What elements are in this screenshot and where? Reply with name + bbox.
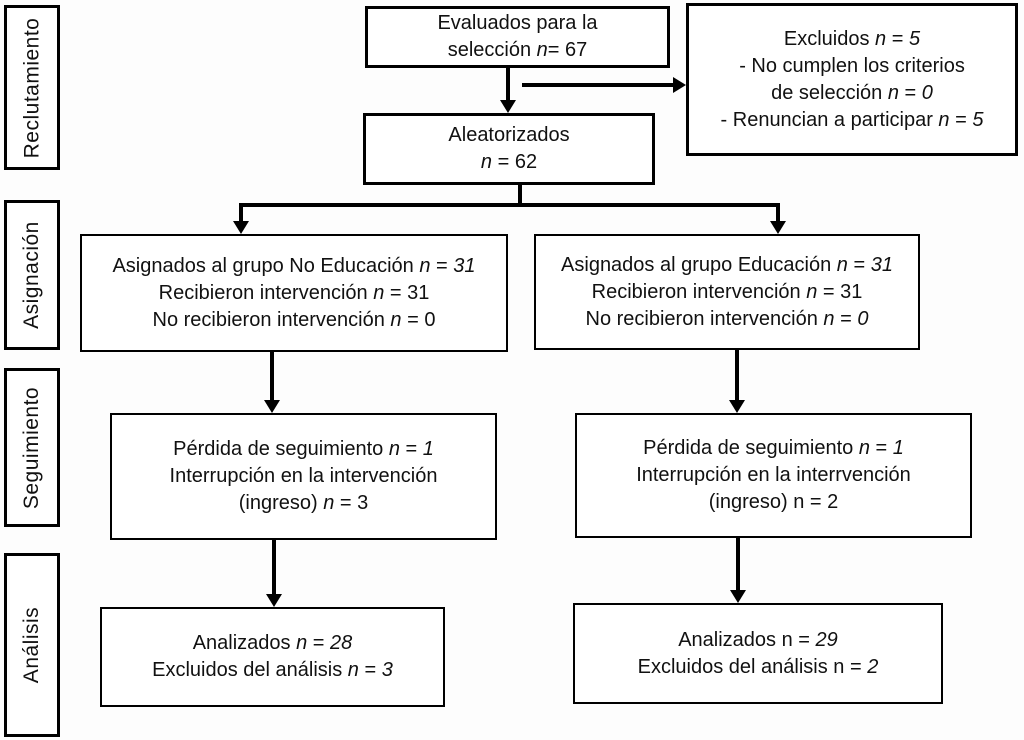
arrowhead-down-icon (729, 400, 745, 413)
box-line: No recibieron intervención n = 0 (152, 308, 436, 331)
arrow-evaluated-to-excluded (522, 83, 674, 87)
arrowhead-down-icon (264, 400, 280, 413)
box-line: selección n= 67 (447, 39, 588, 61)
followup-no-education-box: Pérdida de seguimiento n = 1 Interrupció… (110, 413, 497, 540)
stage-box-asignacion: Asignación (4, 200, 60, 350)
arrowhead-down-icon (266, 594, 282, 607)
arrowhead-down-icon (770, 221, 786, 234)
excluded-box: Excluidos n = 5 - No cumplen los criteri… (686, 3, 1018, 156)
arrow-allocation-to-followup-left (270, 352, 274, 401)
box-line: Interrupción en la interrvención (636, 464, 911, 486)
stage-label: Asignación (20, 221, 44, 329)
arrowhead-down-icon (730, 590, 746, 603)
stage-box-seguimiento: Seguimiento (4, 368, 60, 527)
box-line: Evaluados para la (437, 12, 598, 34)
box-line: Aleatorizados (448, 124, 570, 146)
box-line: Analizados n = 29 (678, 628, 838, 651)
arrow-allocation-to-followup-right (735, 350, 739, 401)
distributor-line (239, 203, 780, 207)
stage-box-reclutamiento: Reclutamiento (4, 5, 60, 170)
box-line: Excluidos del análisis n = 3 (152, 659, 393, 681)
box-line: de selección n = 0 (771, 81, 933, 104)
analysis-no-education-box: Analizados n = 28 Excluidos del análisis… (100, 607, 445, 707)
allocation-education-box: Asignados al grupo Educación n = 31 Reci… (534, 234, 920, 350)
arrow-followup-to-analysis-right (736, 538, 740, 591)
box-line: Analizados n = 28 (192, 632, 353, 654)
box-line: - Renuncian a participar n = 5 (720, 108, 984, 131)
stage-label: Análisis (20, 606, 43, 684)
stage-box-analisis: Análisis (4, 553, 60, 737)
box-line: No recibieron intervención n = 0 (585, 307, 869, 330)
box-line: Recibieron intervención n = 31 (591, 280, 863, 303)
arrow-evaluated-to-randomized (506, 68, 510, 101)
arrow-followup-to-analysis-left (272, 540, 276, 595)
analysis-education-box: Analizados n = 29 Excluidos del análisis… (573, 603, 943, 704)
arrowhead-right-icon (673, 77, 686, 93)
box-line: - No cumplen los criterios (739, 54, 965, 77)
box-line: Asignados al grupo No Educación n = 31 (112, 254, 476, 277)
arrow-to-allocation-no-education (239, 203, 243, 222)
box-line: Interrupción en la intervención (169, 465, 438, 487)
stem-randomized-down (518, 185, 522, 205)
box-line: n = 62 (480, 151, 538, 173)
randomized-box: Aleatorizados n = 62 (363, 113, 655, 185)
stage-label: Reclutamiento (20, 17, 44, 158)
followup-education-box: Pérdida de seguimiento n = 1 Interrupció… (575, 413, 972, 538)
arrow-to-allocation-education (776, 203, 780, 222)
box-line: Pérdida de seguimiento n = 1 (173, 438, 434, 460)
stage-label: Seguimiento (20, 386, 43, 509)
box-line: Excluidos n = 5 (783, 27, 921, 50)
box-line: Pérdida de seguimiento n = 1 (643, 437, 904, 459)
box-line: (ingreso) n = 3 (238, 492, 369, 514)
box-line: (ingreso) n = 2 (708, 491, 839, 513)
evaluated-box: Evaluados para la selección n= 67 (365, 6, 670, 68)
box-line: Asignados al grupo Educación n = 31 (561, 253, 893, 276)
arrowhead-down-icon (233, 221, 249, 234)
box-line: Recibieron intervención n = 31 (158, 281, 430, 304)
arrowhead-down-icon (500, 100, 516, 113)
allocation-no-education-box: Asignados al grupo No Educación n = 31 R… (80, 234, 508, 352)
box-line: Excluidos del análisis n = 2 (637, 655, 879, 678)
